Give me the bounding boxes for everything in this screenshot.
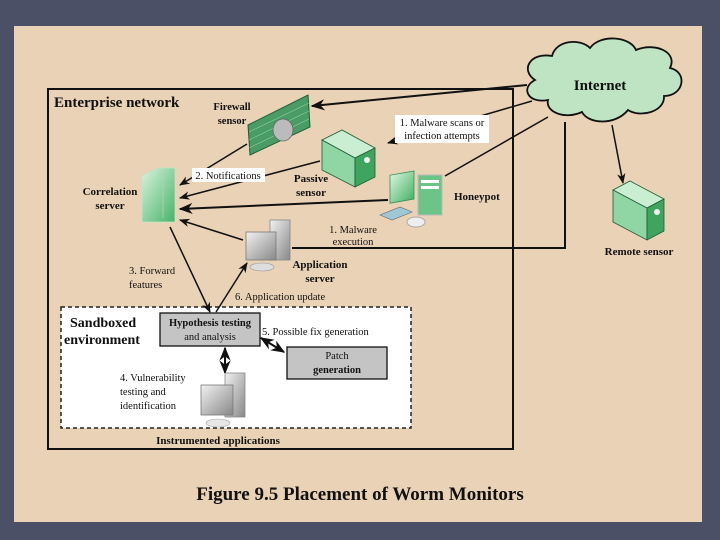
- forward-features-line: [169, 226, 211, 313]
- hypothesis-testing-box: Hypothesis testing and analysis: [159, 312, 261, 347]
- step1-execution-line1: 1. Malware: [329, 225, 377, 236]
- step1-execution-line2: execution: [333, 237, 375, 248]
- internet-cloud: Internet: [526, 37, 683, 123]
- appserver-label-line1: Application: [292, 259, 347, 271]
- firewall-to-correlation-line: [179, 143, 248, 186]
- passive-label-line2: sensor: [296, 187, 326, 199]
- passive-sensor: Passive sensor: [294, 129, 376, 199]
- honeypot-to-correlation-line: [178, 199, 389, 215]
- connections: [169, 84, 626, 375]
- step6-application-update: 6. Application update: [235, 292, 325, 303]
- test-machine: [200, 372, 246, 428]
- step1-scans-line2: infection attempts: [404, 131, 480, 142]
- cloud-icon: [526, 37, 683, 123]
- patch-label-line1: Patch: [325, 351, 349, 362]
- step5-fix-generation: 5. Possible fix generation: [262, 327, 369, 338]
- internet-to-honeypot-line: [444, 116, 549, 177]
- remote-sensor-label: Remote sensor: [605, 246, 674, 258]
- honeypot-monitor-icon: [389, 170, 415, 204]
- test-monitor-icon: [200, 384, 234, 416]
- step4-line1: 4. Vulnerability: [120, 373, 186, 384]
- firewall-label-line1: Firewall: [213, 102, 250, 113]
- remote-sensor: Remote sensor: [605, 180, 674, 258]
- step2-notifications: 2. Notifications: [195, 171, 260, 182]
- firewall-sensor: Firewall sensor: [213, 94, 311, 156]
- correlation-label-line1: Correlation: [83, 186, 138, 198]
- enterprise-network-label: Enterprise network: [54, 95, 180, 111]
- step-labels: 1. Malware scans or infection attempts 1…: [120, 115, 489, 412]
- firewall-label-line2: sensor: [218, 116, 247, 127]
- passive-label-line1: Passive: [294, 173, 328, 185]
- instrumented-applications-label: Instrumented applications: [156, 435, 280, 447]
- tower-server-icon: [141, 167, 176, 223]
- step4-line2: testing and: [120, 387, 167, 398]
- appserver-to-correlation-line: [178, 218, 244, 241]
- internet-to-appserver-line: [292, 122, 566, 249]
- patch-label-line2: generation: [313, 365, 361, 376]
- internet-to-firewall-line: [310, 84, 528, 111]
- application-update-line: [215, 262, 248, 313]
- hypothesis-label-line1: Hypothesis testing: [169, 318, 252, 329]
- honeypot-label: Honeypot: [454, 191, 500, 203]
- step4-line3: identification: [120, 401, 177, 412]
- appserver-monitor-icon: [245, 231, 277, 261]
- enterprise-network-frame: [47, 88, 514, 450]
- sandbox-label-line1: Sandboxed: [70, 316, 136, 331]
- step3-line1: 3. Forward: [129, 266, 176, 277]
- hypothesis-to-patch-line: [259, 337, 286, 353]
- application-server: Application server: [245, 219, 348, 285]
- internet-label: Internet: [574, 78, 627, 94]
- correlation-label-line2: server: [95, 200, 124, 212]
- honeypot: Honeypot: [379, 170, 500, 228]
- internet-to-remote-line: [611, 124, 626, 185]
- fire-icon: [272, 118, 294, 142]
- figure-caption: Figure 9.5 Placement of Worm Monitors: [196, 484, 524, 505]
- hypothesis-label-line2: and analysis: [184, 332, 236, 343]
- step1-scans-line1: 1. Malware scans or: [400, 118, 485, 129]
- appserver-label-line2: server: [305, 273, 334, 285]
- patch-generation-box: Patch generation: [286, 346, 388, 380]
- correlation-server: Correlation server: [83, 167, 176, 223]
- sandbox-label-line2: environment: [64, 333, 140, 348]
- step3-line2: features: [129, 280, 162, 291]
